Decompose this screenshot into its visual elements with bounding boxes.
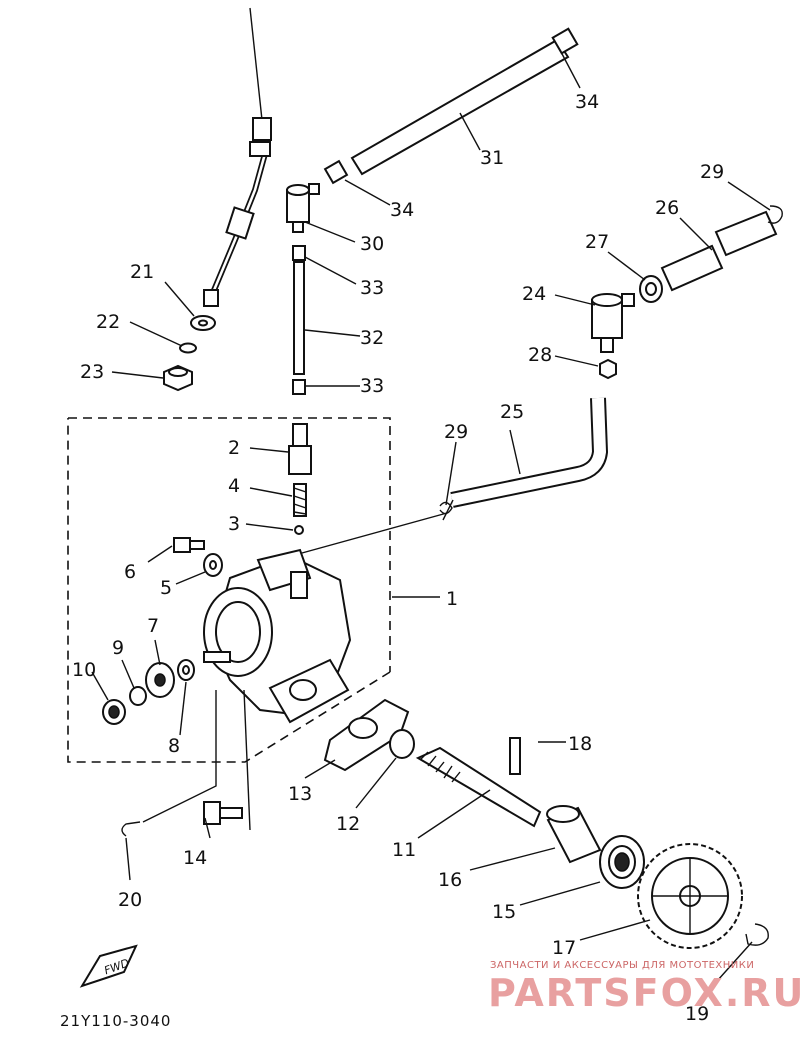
fitting-30 (286, 183, 320, 233)
callout-labels: 34 31 34 30 33 32 33 29 26 27 24 28 25 2… (72, 91, 724, 1025)
oring-12 (389, 729, 415, 759)
callout-5: 5 (160, 577, 172, 599)
callout-29-bottom: 29 (444, 421, 468, 443)
callout-25: 25 (500, 401, 524, 423)
clip-33-top (292, 245, 306, 261)
washer-9 (129, 686, 147, 706)
washer-5 (203, 553, 223, 577)
watermark-tagline: ЗАПЧАСТИ И АКСЕССУАРЫ ДЛЯ МОТОТЕХНИКИ (490, 960, 754, 971)
pipe-26 (660, 210, 778, 292)
bolt-14 (203, 801, 243, 825)
callout-6: 6 (124, 561, 136, 583)
collar-16 (546, 805, 602, 864)
callout-12: 12 (336, 813, 360, 835)
clip-20 (121, 821, 141, 837)
callout-33-top: 33 (360, 277, 384, 299)
callout-20: 20 (118, 889, 142, 911)
shaft-11 (415, 746, 542, 828)
callout-3: 3 (228, 513, 240, 535)
control-cable (203, 7, 272, 307)
fwd-arrow-icon: FWD (79, 944, 138, 988)
washer-8 (177, 659, 195, 681)
callout-22: 22 (96, 311, 120, 333)
callout-17: 17 (552, 937, 576, 959)
circlip-19 (745, 923, 769, 946)
washer-21 (190, 315, 216, 331)
callout-18: 18 (568, 733, 592, 755)
callout-33-bottom: 33 (360, 375, 384, 397)
lock-washer-22 (179, 342, 197, 354)
callout-2: 2 (228, 437, 240, 459)
pipe-32 (293, 261, 305, 375)
callout-30: 30 (360, 233, 384, 255)
callout-28: 28 (528, 344, 552, 366)
cap-34-top (551, 27, 579, 55)
callout-8: 8 (168, 735, 180, 757)
callout-15: 15 (492, 901, 516, 923)
bolt-6 (173, 537, 205, 553)
banjo-bolt-2 (288, 423, 312, 475)
clip-33-bottom (292, 379, 306, 395)
callout-4: 4 (228, 475, 240, 497)
ball-3 (294, 525, 304, 535)
spring-4 (293, 483, 307, 517)
fitting-24 (591, 293, 635, 353)
callout-7: 7 (147, 615, 159, 637)
callout-9: 9 (112, 637, 124, 659)
gear-7 (145, 662, 175, 698)
clip-28 (599, 358, 617, 380)
clip-29-bottom (439, 499, 454, 521)
callout-19: 19 (685, 1003, 709, 1025)
cap-34-mid (323, 159, 349, 185)
callout-29-top: 29 (700, 161, 724, 183)
callout-34-mid: 34 (390, 199, 414, 221)
assembly-dashed-box (67, 417, 391, 763)
callout-26: 26 (655, 197, 679, 219)
bearing-15 (599, 835, 645, 889)
drawing-code: 21Y110-3040 (60, 1012, 171, 1030)
callout-24: 24 (522, 283, 546, 305)
callout-21: 21 (130, 261, 154, 283)
watermark: ЗАПЧАСТИ И АКСЕССУАРЫ ДЛЯ МОТОТЕХНИКИ PA… (488, 960, 800, 1015)
callout-13: 13 (288, 783, 312, 805)
clamp-27 (639, 275, 663, 303)
nut-10 (102, 699, 126, 725)
callout-32: 32 (360, 327, 384, 349)
pin-18 (509, 737, 521, 775)
callout-16: 16 (438, 869, 462, 891)
hose-25 (450, 397, 609, 508)
watermark-brand: PARTSFOX.RU (488, 971, 800, 1015)
gear-17 (637, 843, 743, 949)
callout-27: 27 (585, 231, 609, 253)
nut-23 (163, 364, 193, 392)
callout-34-top: 34 (575, 91, 599, 113)
pipe-31 (350, 38, 570, 176)
callout-23: 23 (80, 361, 104, 383)
clip-29-top (767, 205, 783, 224)
callout-31: 31 (480, 147, 504, 169)
callout-14: 14 (183, 847, 207, 869)
leader-lines (91, 49, 771, 1001)
callout-1: 1 (446, 588, 458, 610)
oil-pump-body-1 (203, 548, 352, 724)
callout-11: 11 (392, 839, 416, 861)
callout-10: 10 (72, 659, 96, 681)
